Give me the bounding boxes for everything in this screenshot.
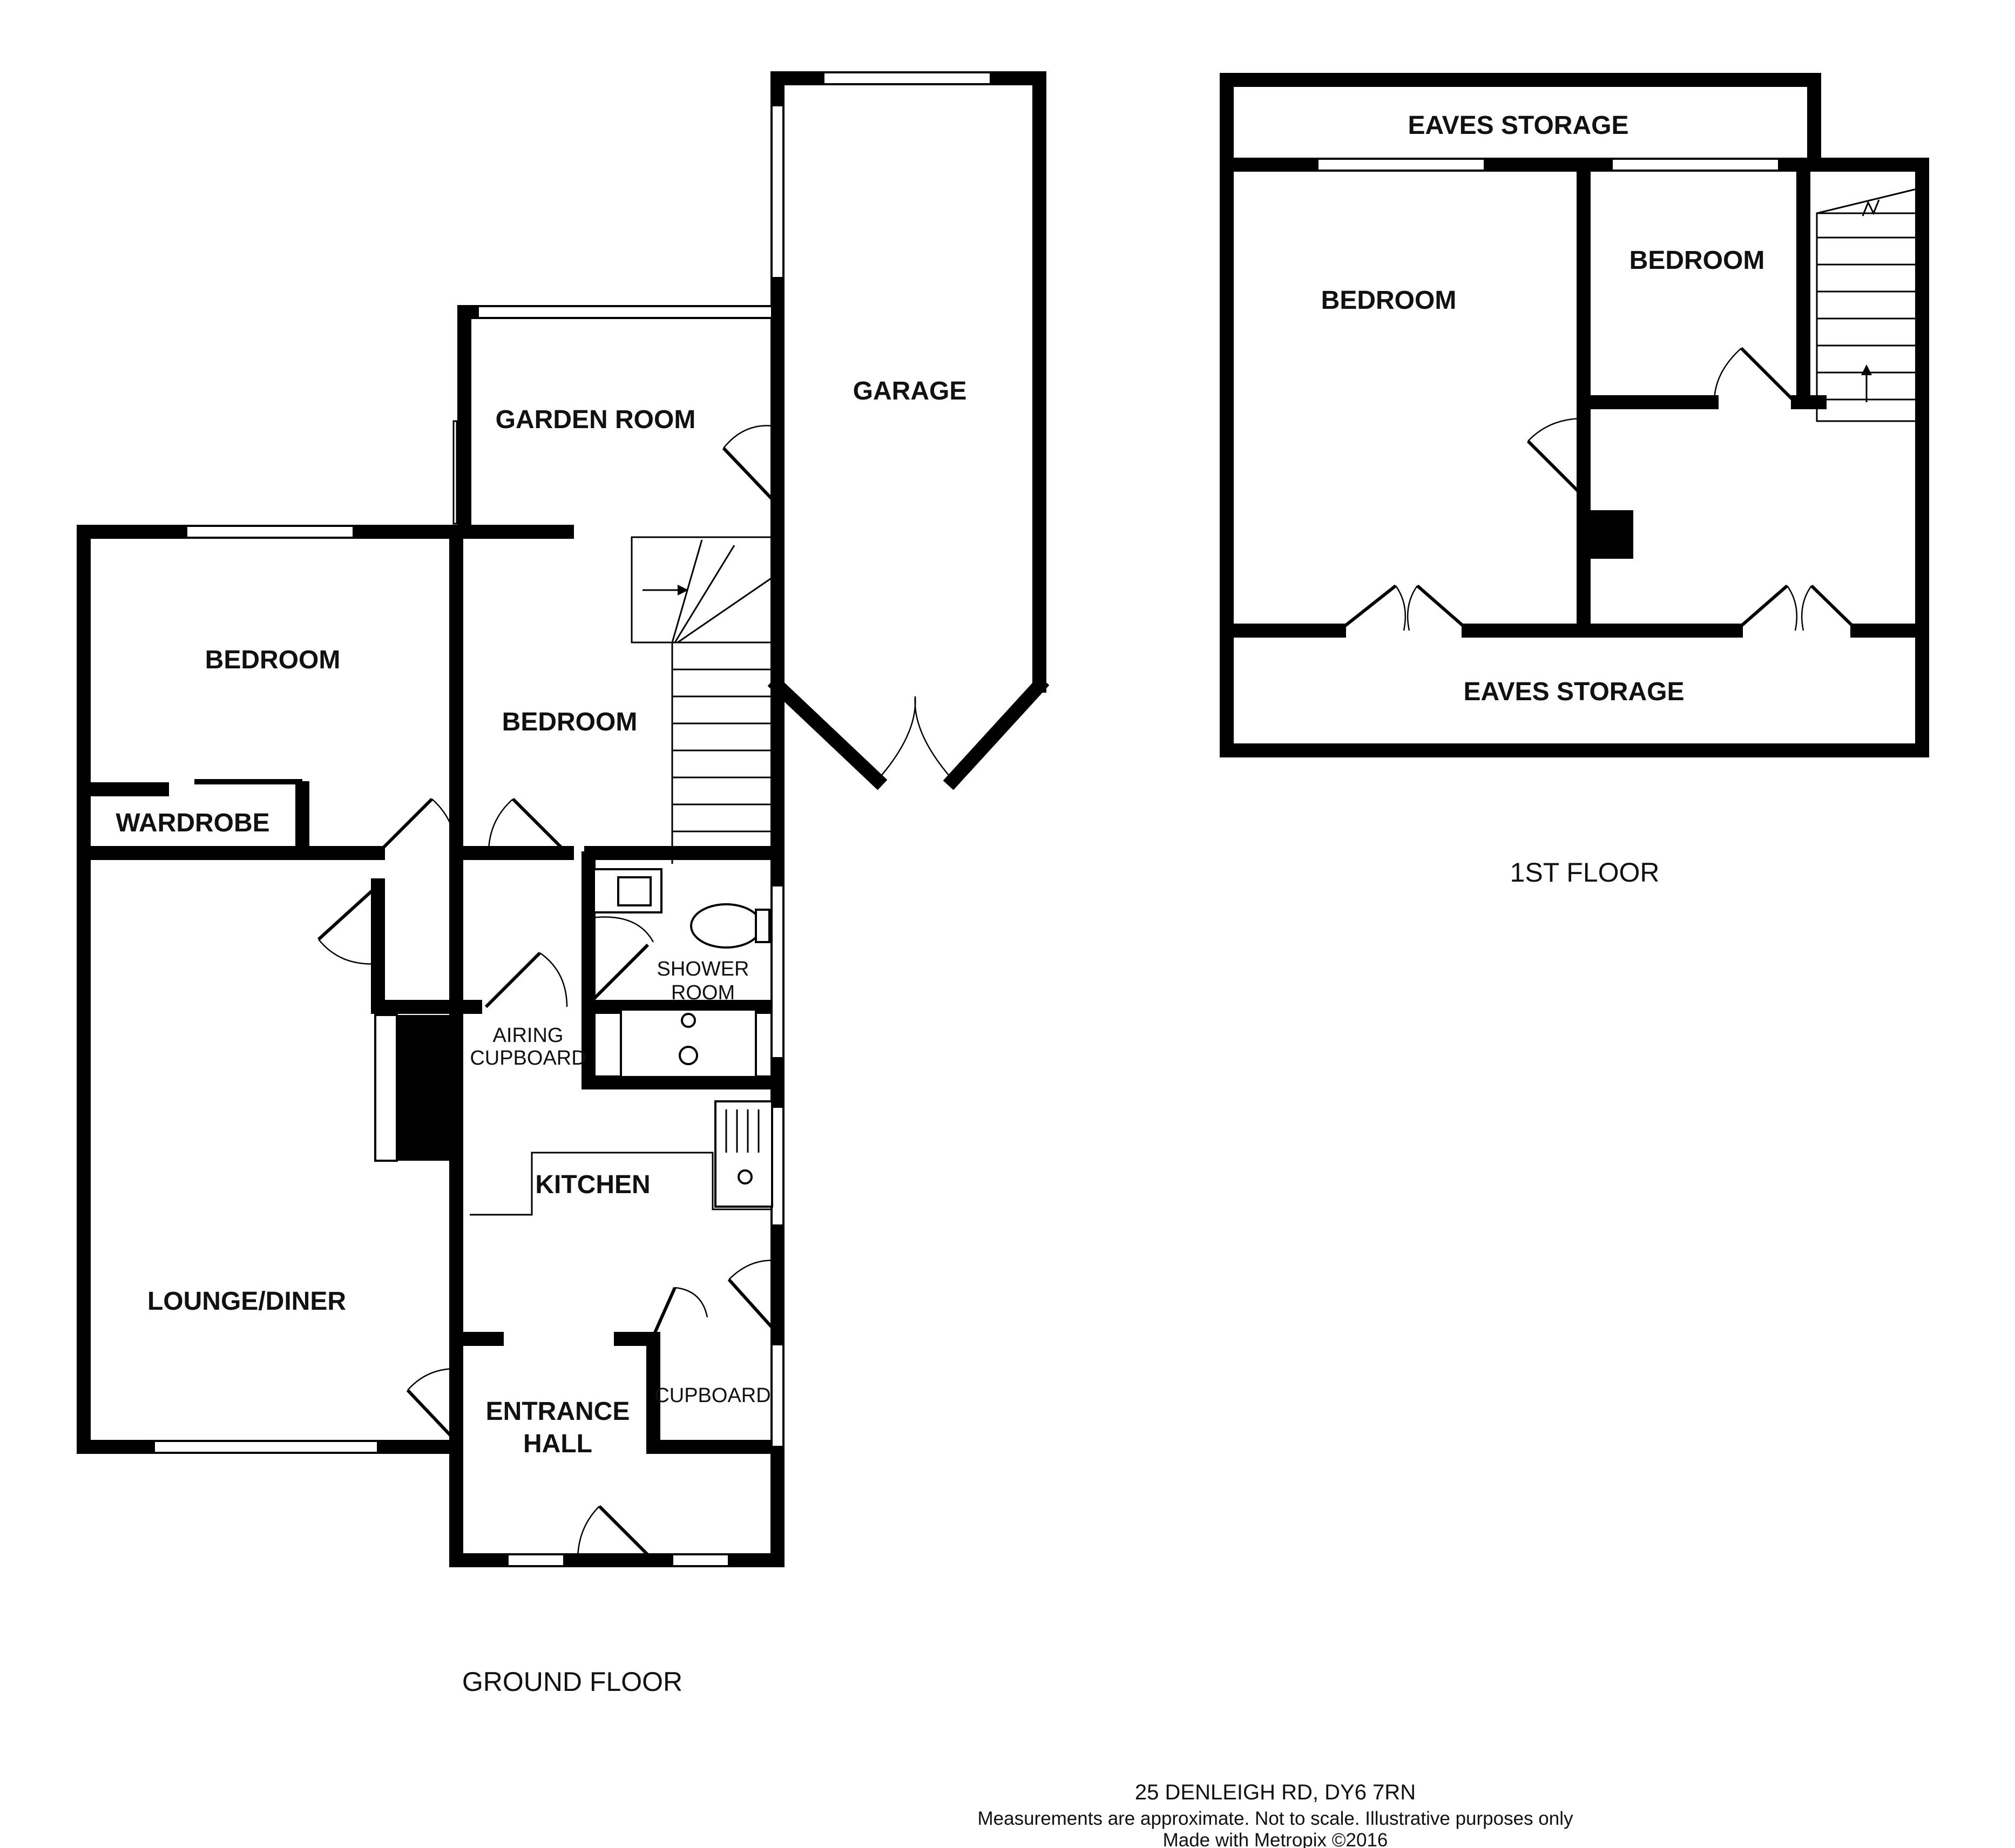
- room-label-lounge-diner: LOUNGE/DINER: [147, 1287, 346, 1316]
- property-address: 25 DENLEIGH RD, DY6 7RN: [1135, 1781, 1416, 1804]
- room-label-garden-room: GARDEN ROOM: [496, 405, 696, 434]
- kitchen-sink: [714, 1100, 773, 1208]
- room-label-eaves-bottom: EAVES STORAGE: [1464, 678, 1685, 706]
- garden-room-window: [477, 305, 773, 319]
- room-label-entrance-line1: ENTRANCE: [486, 1397, 630, 1426]
- garage-top-window: [822, 71, 992, 85]
- ground-floor-label: GROUND FLOOR: [462, 1667, 682, 1697]
- first-floor-chimney: [1585, 510, 1633, 559]
- credit-text: Made with Metropix ©2016: [1163, 1830, 1388, 1848]
- bedroom-left-window: [185, 525, 355, 539]
- first-floor-staircase: [1816, 188, 1918, 422]
- lounge-window: [153, 1440, 379, 1454]
- room-label-bedroom-middle: BEDROOM: [502, 708, 638, 736]
- room-label-garage: GARAGE: [853, 377, 967, 405]
- bedroom-large-window: [1316, 158, 1486, 172]
- kitchen-fittings: [470, 1100, 773, 1216]
- disclaimer-text: Measurements are approximate. Not to sca…: [977, 1808, 1573, 1829]
- room-label-shower-line1: SHOWER: [657, 958, 749, 980]
- cupboard-window: [770, 1343, 785, 1448]
- ground-floor-doors: [317, 425, 954, 1562]
- entrance-window-left: [506, 1553, 565, 1567]
- room-label-airing-line2: CUPBOARD: [470, 1047, 586, 1069]
- room-label-eaves-top: EAVES STORAGE: [1408, 111, 1629, 140]
- ground-floor-room-labels: BEDROOM WARDROBE BEDROOM GARDEN ROOM GAR…: [116, 377, 966, 1458]
- first-floor-walls: [1220, 73, 1929, 757]
- plan-footer: 25 DENLEIGH RD, DY6 7RN Measurements are…: [977, 1781, 1573, 1848]
- entrance-window-right: [671, 1553, 730, 1567]
- room-label-bedroom-small: BEDROOM: [1629, 246, 1765, 275]
- room-label-shower-line2: ROOM: [671, 981, 735, 1004]
- shower-room-fixtures: [593, 868, 770, 1078]
- first-floor-windows: [1316, 158, 1780, 172]
- room-label-bedroom-left: BEDROOM: [205, 646, 341, 674]
- first-floor-doors: [1338, 347, 1859, 632]
- toilet: [690, 903, 762, 949]
- bedroom-small-window: [1611, 158, 1780, 172]
- room-label-kitchen: KITCHEN: [535, 1170, 650, 1199]
- room-label-wardrobe: WARDROBE: [116, 809, 269, 837]
- ground-floor-plan: BEDROOM WARDROBE BEDROOM GARDEN ROOM GAR…: [77, 71, 1050, 1697]
- shower-window: [770, 884, 785, 1059]
- room-label-entrance-line2: HALL: [523, 1430, 592, 1458]
- room-label-cupboard: CUPBOARD: [654, 1384, 770, 1407]
- chimney-breast: [374, 1014, 456, 1162]
- ground-floor-staircase: [631, 536, 773, 864]
- garage-side-window: [770, 104, 785, 279]
- room-label-airing-line1: AIRING: [493, 1024, 564, 1047]
- wardrobe-sliding-doors: [86, 779, 302, 792]
- kitchen-window: [770, 1106, 785, 1227]
- first-floor-label: 1ST FLOOR: [1510, 857, 1660, 888]
- first-floor-plan: EAVES STORAGE BEDROOM BEDROOM EAVES STOR…: [1220, 73, 1929, 888]
- ground-floor-windows: [153, 71, 992, 1567]
- room-label-bedroom-large: BEDROOM: [1321, 286, 1457, 315]
- first-floor-room-labels: EAVES STORAGE BEDROOM BEDROOM EAVES STOR…: [1321, 111, 1765, 706]
